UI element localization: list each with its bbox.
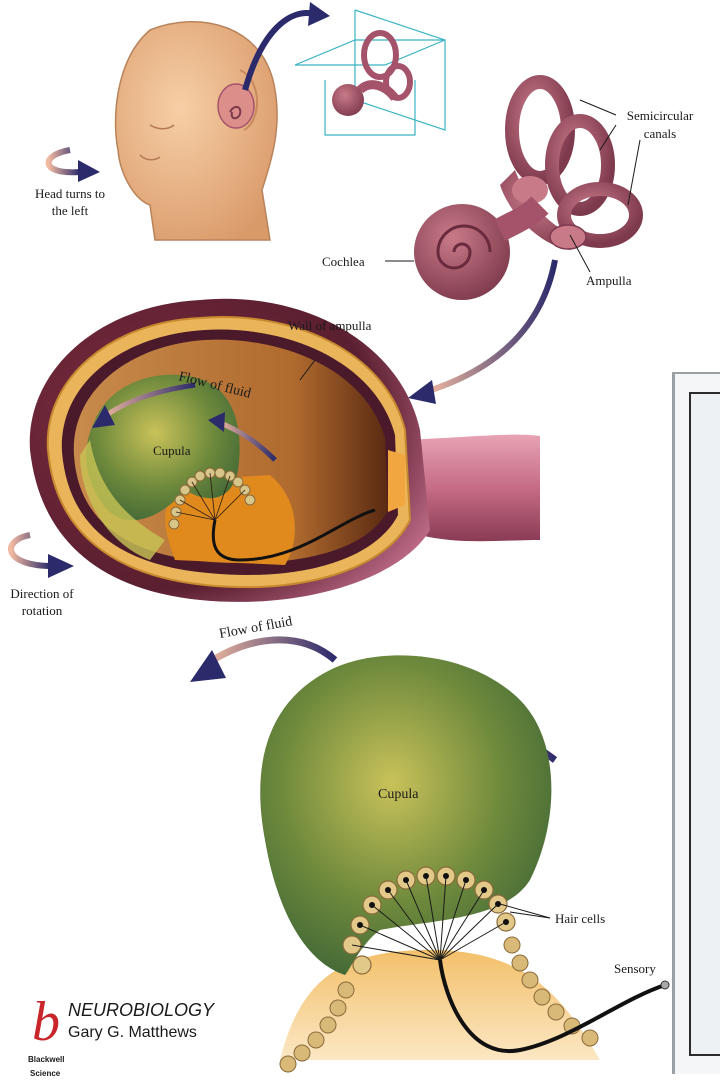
publisher-logo-letter: b [32, 991, 60, 1053]
flow-arrow-bottom [205, 640, 335, 665]
hair-cells-label: Hair cells [555, 911, 605, 926]
imprint-line-1: Blackwell [28, 1055, 64, 1064]
cochlea-icon [414, 204, 510, 300]
ampulla-cross-section [30, 299, 540, 602]
ampulla-bulge [550, 225, 586, 249]
semicircular-label-1: Semicircular [627, 108, 694, 123]
head-rotation-arrow [49, 150, 100, 182]
cupula-top-label: Cupula [153, 443, 191, 458]
inner-ear-labyrinth [414, 82, 636, 300]
book-title: NEUROBIOLOGY [68, 1000, 216, 1020]
cochlea-label: Cochlea [322, 254, 365, 269]
direction-rotation-label-2: rotation [22, 603, 63, 618]
semicircular-label-2: canals [644, 126, 676, 141]
rotation-arrow-middle [11, 535, 74, 578]
ampulla-label: Ampulla [586, 273, 632, 288]
head-turns-label-1: Head turns to [35, 186, 105, 201]
imprint-line-2: Science [30, 1069, 61, 1078]
head-illustration [116, 22, 278, 240]
cupula-bottom-label: Cupula [378, 787, 419, 802]
sensory-label: Sensory [614, 961, 656, 976]
book-author: Gary G. Matthews [68, 1024, 197, 1041]
head-turns-label-2: the left [52, 203, 89, 218]
small-labyrinth-icon [332, 33, 410, 116]
cupula-bottom-detail [260, 655, 669, 1072]
adjacent-panel-frame [689, 392, 720, 1056]
adjacent-panel-edge [672, 372, 720, 1074]
direction-rotation-label-1: Direction of [10, 586, 74, 601]
wall-of-ampulla-label: Wall of ampulla [288, 318, 372, 333]
